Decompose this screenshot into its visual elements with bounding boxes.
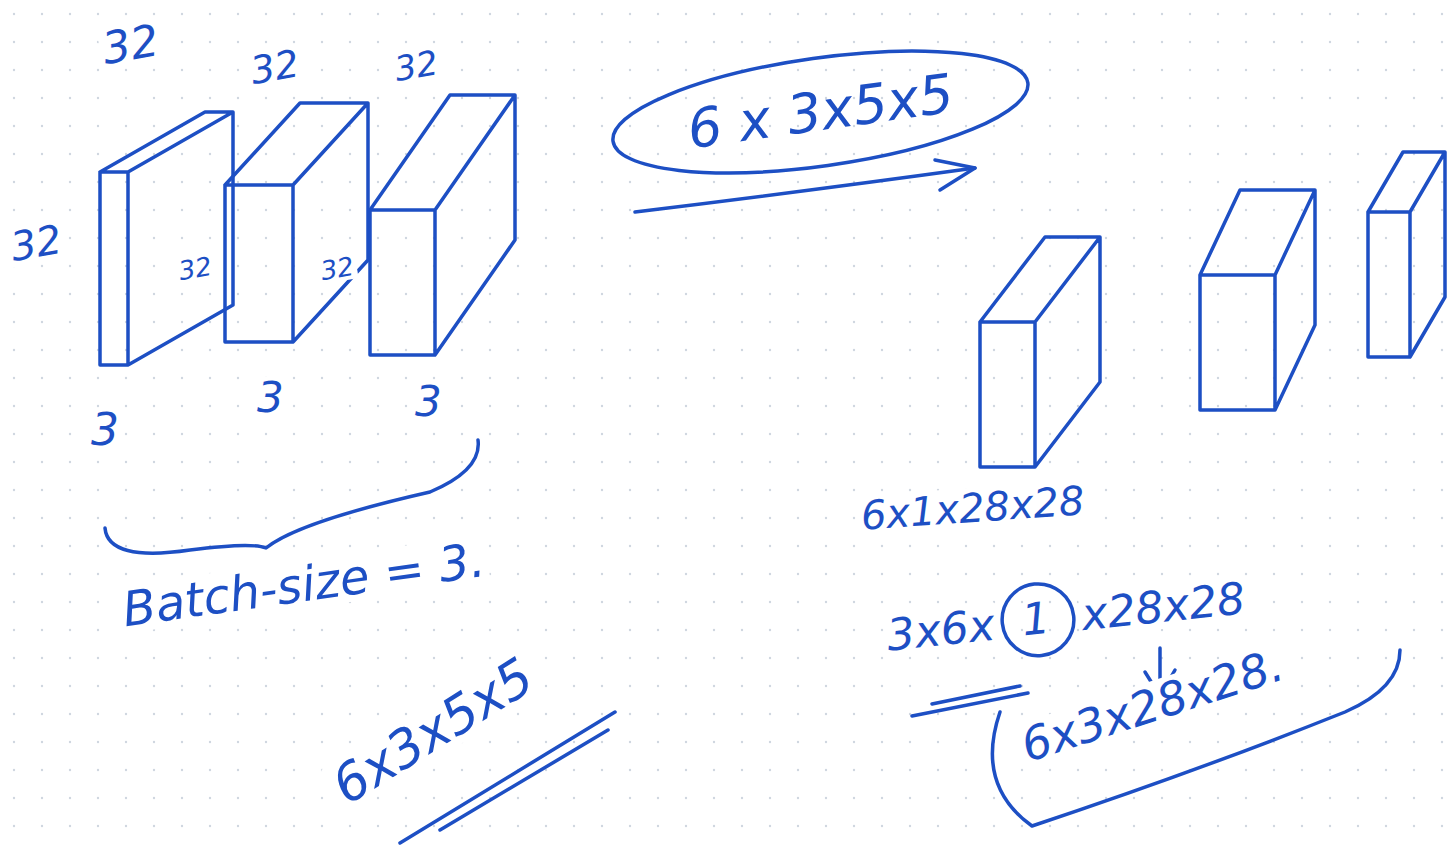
shape-part: x28x28 bbox=[1077, 576, 1249, 637]
feature-map-slab bbox=[1368, 152, 1445, 357]
feature-map-slab bbox=[100, 112, 233, 365]
feature-map-slab bbox=[980, 237, 1100, 467]
shape-part: 3x6x bbox=[883, 602, 999, 657]
feature-map-slab bbox=[370, 95, 515, 355]
dimension-label: 32 bbox=[389, 45, 443, 87]
underline bbox=[440, 730, 608, 830]
dimension-label: 32 bbox=[174, 252, 217, 284]
node-text: 6 x 3x5x5 bbox=[684, 67, 957, 158]
node-text: 1 bbox=[1019, 595, 1051, 642]
dimension-label: 32 bbox=[5, 218, 68, 267]
dimension-label: 32 bbox=[316, 252, 359, 284]
batch-bracket bbox=[105, 440, 478, 553]
channel-label: 3 bbox=[412, 381, 445, 423]
ellipse-line bbox=[605, 29, 1035, 194]
conv-arrow bbox=[635, 168, 975, 212]
dimension-label: 32 bbox=[245, 44, 305, 91]
underline bbox=[932, 686, 1020, 704]
channel-label: 3 bbox=[254, 377, 287, 419]
circle-line bbox=[999, 580, 1078, 659]
dimension-label: 32 bbox=[96, 18, 165, 72]
circled-dimension: 1 bbox=[996, 578, 1079, 661]
conv-arrow-head bbox=[935, 160, 975, 190]
feature-map-slab bbox=[1200, 190, 1315, 410]
channel-label: 3 bbox=[88, 408, 122, 452]
feature-map-slab bbox=[225, 103, 368, 342]
